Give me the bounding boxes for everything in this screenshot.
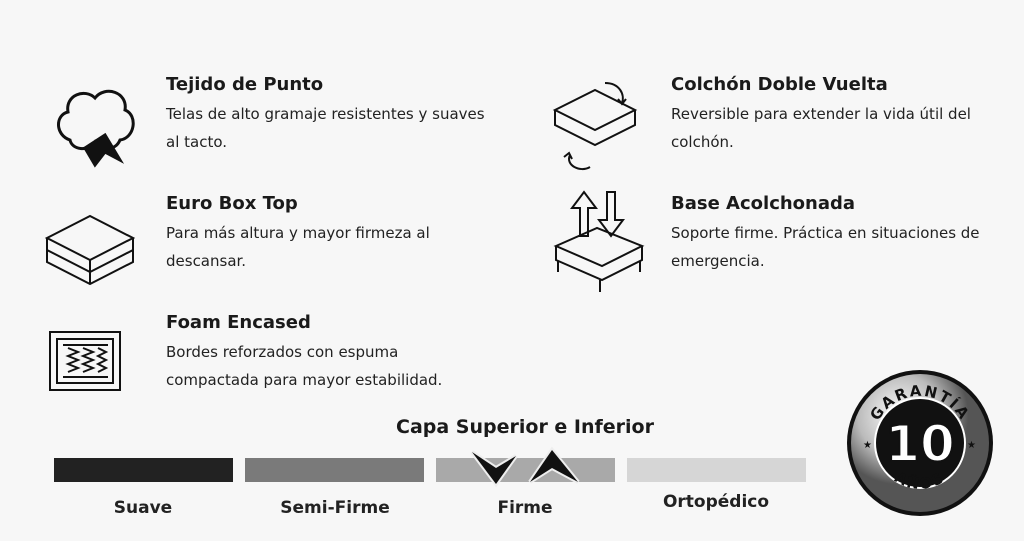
firmness-label-ortopedico: Ortopédico [662, 492, 770, 512]
firmness-bar-ortopedico [627, 458, 806, 482]
firmness-label-firme: Firme [497, 498, 553, 518]
feature-title: Foam Encased [166, 312, 311, 333]
firmness-bar-suave [54, 458, 233, 482]
mattress-icon [45, 214, 135, 286]
springs-icon [49, 331, 121, 391]
feature-title: Tejido de Punto [166, 74, 324, 95]
warranty-badge: GARANTÍA AÑOS 10 ★ ★ [847, 370, 993, 516]
feature-desc: Para más altura y mayor firmeza al desca… [166, 224, 430, 270]
firmness-label-suave: Suave [113, 498, 173, 518]
cotton-icon [57, 89, 135, 168]
feature-title: Euro Box Top [166, 193, 298, 214]
feature-desc: Telas de alto gramaje resistentes y suav… [166, 105, 485, 151]
feature-desc: Bordes reforzados con espuma compactada … [166, 343, 443, 389]
firmness-bar-firme [436, 458, 615, 482]
firmness-title: Capa Superior e Inferior [396, 416, 654, 438]
feature-desc: Reversible para extender la vida útil de… [671, 105, 971, 151]
star-icon: ★ [967, 440, 976, 451]
feature-title: Base Acolchonada [671, 193, 856, 214]
firmness-bar-semi-firme [245, 458, 424, 482]
base-arrows-icon [553, 190, 645, 292]
star-icon: ★ [863, 440, 872, 451]
flip-mattress-icon [552, 82, 638, 171]
feature-title: Colchón Doble Vuelta [671, 74, 888, 95]
feature-desc: Soporte firme. Práctica en situaciones d… [671, 224, 980, 270]
badge-number: 10 [885, 415, 955, 473]
firmness-label-semi-firme: Semi-Firme [280, 498, 390, 518]
firmness-marker-icon [470, 446, 580, 488]
